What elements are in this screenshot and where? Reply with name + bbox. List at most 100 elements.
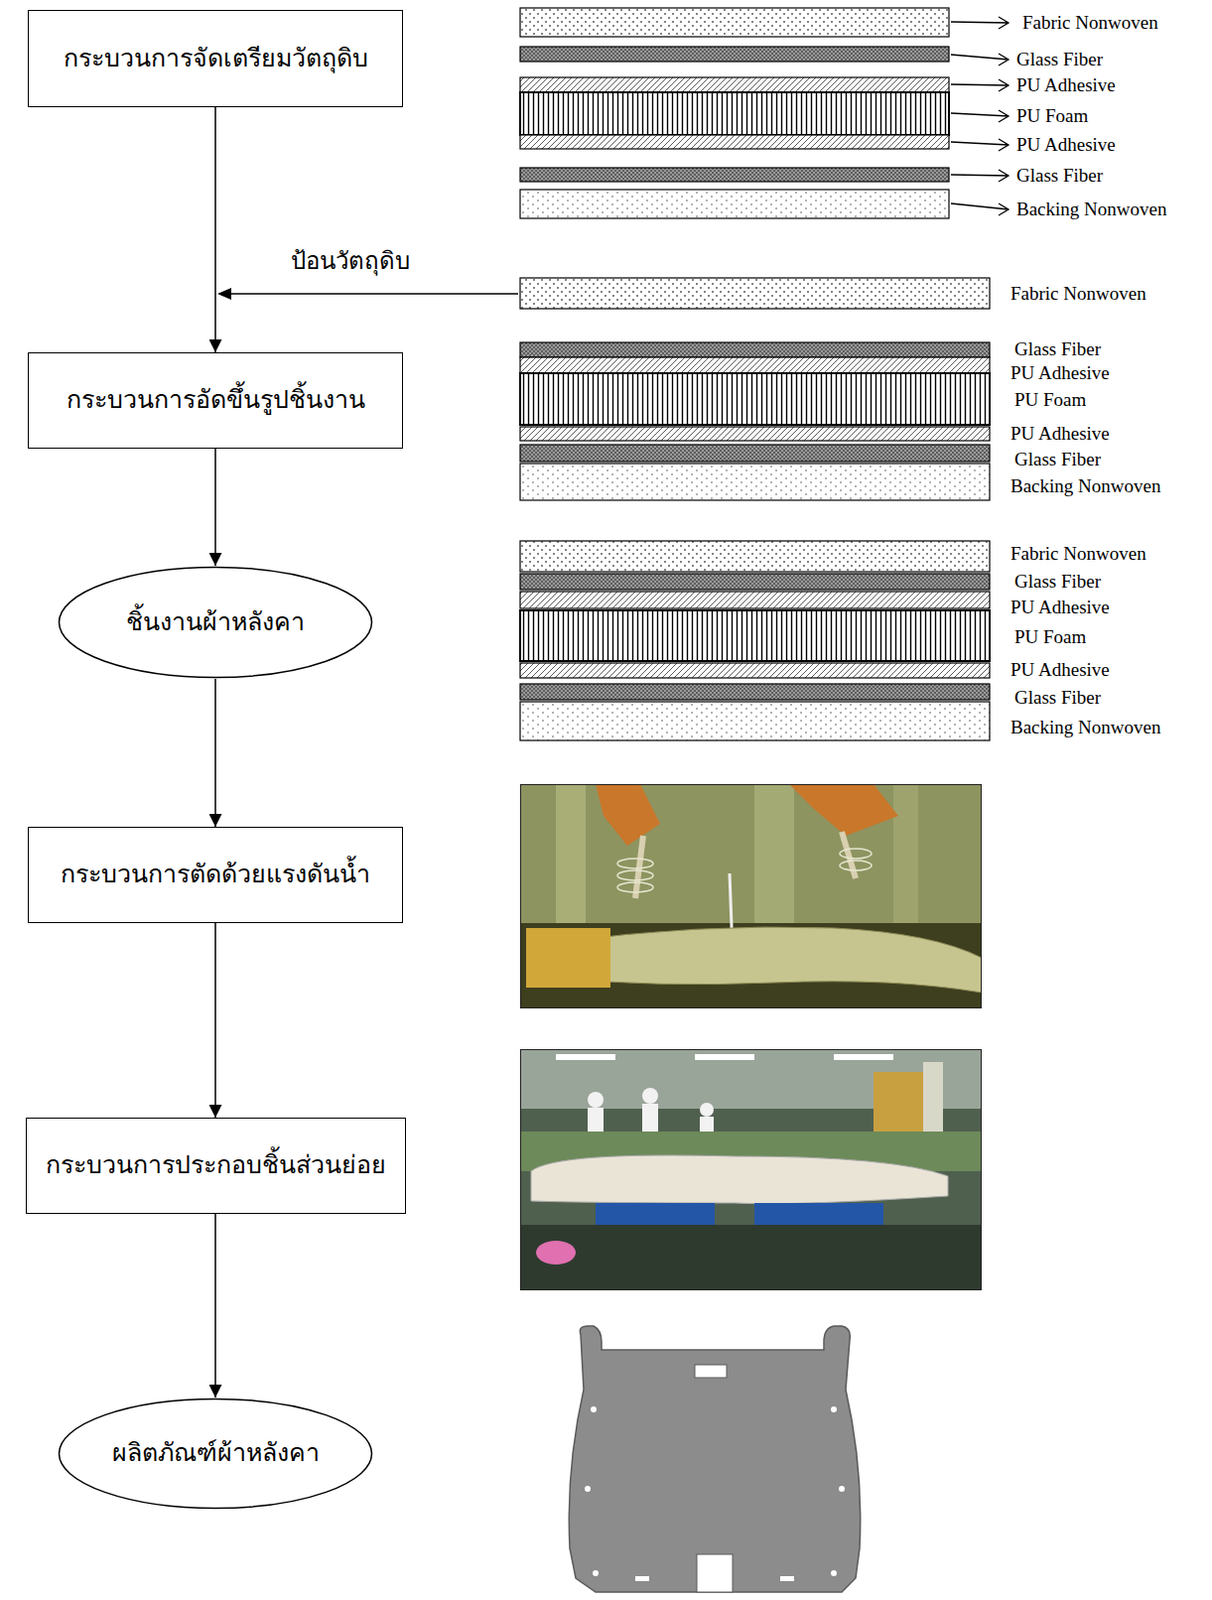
photo-shape [635, 835, 644, 899]
feed-line [230, 292, 519, 295]
layer-band [520, 167, 949, 182]
photo-shape [642, 1103, 659, 1132]
product-shape [780, 1576, 795, 1582]
pointer-arrow [950, 16, 1009, 29]
layer-band [520, 701, 990, 741]
layer-band [520, 540, 990, 572]
layer-label: PU Adhesive [1010, 362, 1110, 385]
layer-band [520, 77, 949, 93]
layer-band [520, 683, 990, 700]
ellipse-shape [59, 567, 373, 678]
layer-label: Glass Fiber [1014, 338, 1101, 361]
layer-label: Backing Nonwoven [1016, 198, 1167, 221]
pointer-arrow [950, 110, 1009, 123]
layer-label: PU Adhesive [1016, 74, 1116, 97]
feed-label: ป้อนวัตถุดิบ [290, 248, 410, 276]
process-box: กระบวนการอัดขึ้นรูปชิ้นงาน [27, 352, 404, 449]
photo-shape [833, 1054, 894, 1061]
layer-label: Glass Fiber [1014, 570, 1101, 593]
photo-shape [617, 870, 654, 881]
photo-shape [520, 923, 982, 1009]
product-shape [592, 1570, 599, 1577]
product-shape [584, 1485, 591, 1492]
layer-label: Fabric Nonwoven [1010, 282, 1147, 305]
layer-label: PU Adhesive [1016, 134, 1116, 156]
photo-shape [520, 784, 982, 1009]
product-shape [696, 1554, 733, 1593]
node-text: กระบวนการอัดขึ้นรูปชิ้นงาน [66, 384, 366, 417]
layer-band [520, 357, 990, 374]
photo-shape [617, 858, 654, 869]
photo-shape [555, 927, 982, 993]
layer-label: PU Adhesive [1010, 596, 1110, 619]
layer-band [520, 373, 990, 425]
photo-shape [754, 784, 795, 924]
layer-label: Backing Nonwoven [1010, 716, 1161, 739]
photo-shape [555, 1054, 616, 1061]
layer-band [520, 610, 990, 662]
photo-shape [555, 784, 586, 924]
photo-shape [520, 784, 982, 1009]
layer-band [520, 134, 949, 149]
photo-shape [520, 1049, 982, 1291]
product-shape [830, 1570, 837, 1577]
layer-label: Fabric Nonwoven [1010, 542, 1147, 565]
photo-shape [642, 1087, 659, 1104]
pointer-arrow [950, 138, 1009, 151]
layer-label: PU Foam [1014, 626, 1086, 649]
layer-band [520, 463, 990, 501]
layer-band [520, 189, 949, 219]
photo-shape [617, 882, 654, 893]
flow-arrow [214, 107, 217, 353]
layer-band [520, 277, 990, 309]
layer-label: PU Adhesive [1010, 422, 1110, 445]
photo-shape [531, 1155, 948, 1205]
photo-shape [694, 1054, 755, 1061]
pointer-arrow [950, 203, 1009, 216]
product-shape [635, 1576, 650, 1582]
photo-shape [789, 784, 899, 836]
photo-shape [595, 1203, 715, 1225]
layer-label: PU Adhesive [1010, 659, 1110, 681]
photo-shape [526, 928, 611, 988]
layer-label: Glass Fiber [1016, 48, 1103, 71]
layer-band [520, 7, 949, 37]
flow-arrow [214, 448, 217, 566]
photo-shape [536, 1240, 576, 1265]
photo-shape [841, 831, 856, 879]
photo-shape [595, 784, 661, 846]
layer-label: PU Foam [1016, 105, 1088, 128]
layer-label: PU Foam [1014, 389, 1086, 411]
pointer-arrow [950, 79, 1009, 92]
process-box: กระบวนการจัดเตรียมวัตถุดิบ [27, 9, 404, 108]
layer-band [520, 426, 990, 441]
result-ellipse: ชิ้นงานผ้าหลังคา [57, 565, 374, 679]
photo-shape [520, 784, 982, 924]
layer-band [520, 663, 990, 678]
waterjet-photo [520, 784, 982, 1009]
flow-arrow [214, 923, 217, 1118]
layer-band [520, 92, 949, 135]
photo-shape [587, 1091, 604, 1108]
photo-shape [520, 1049, 982, 1291]
layer-label: Backing Nonwoven [1010, 475, 1161, 498]
layer-label: Glass Fiber [1016, 164, 1103, 187]
layer-band [520, 591, 990, 609]
pointer-arrow [950, 53, 1009, 66]
layer-band [520, 46, 949, 62]
photo-shape [893, 784, 919, 924]
pointer-arrow [950, 169, 1009, 182]
product-shape [838, 1485, 845, 1492]
node-text: กระบวนการประกอบชิ้นส่วนย่อย [45, 1149, 387, 1183]
layer-band [520, 342, 990, 358]
node-text: ผลิตภัณฑ์ผ้าหลังคา [112, 1437, 320, 1471]
product-shape [694, 1364, 727, 1378]
headliner-product [568, 1326, 860, 1593]
photo-shape [587, 1107, 604, 1134]
product-shape [568, 1326, 860, 1593]
product-shape [830, 1406, 837, 1413]
layer-label: Glass Fiber [1014, 448, 1101, 471]
layer-band [520, 573, 990, 590]
